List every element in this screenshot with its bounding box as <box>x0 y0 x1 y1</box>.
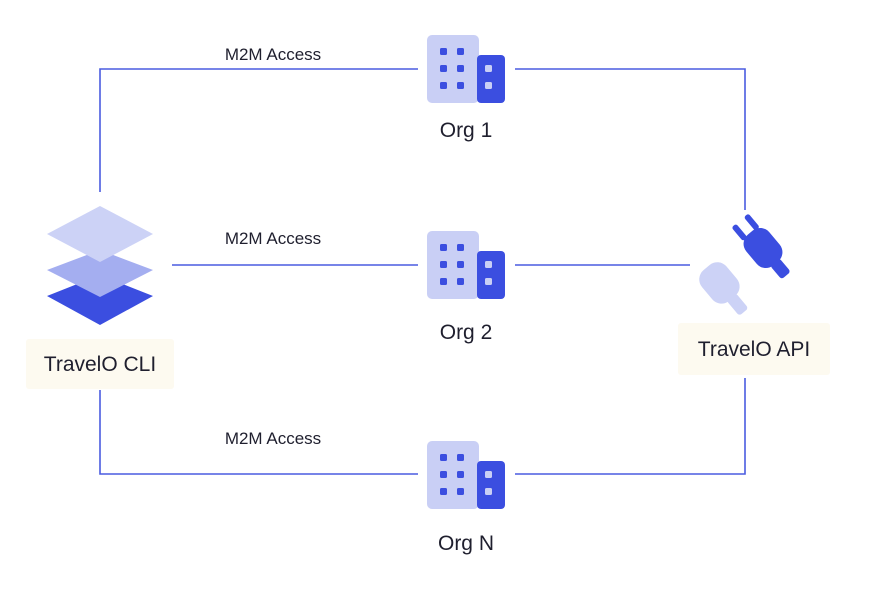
connector-orgn-api <box>515 378 746 475</box>
org2-label: Org 2 <box>440 321 493 344</box>
building-icon <box>427 441 505 509</box>
plug-connector-icon <box>699 214 790 315</box>
edge-label-org1: M2M Access <box>225 45 321 64</box>
api-label: TravelO API <box>698 338 810 361</box>
connector-cli-org1 <box>99 68 418 192</box>
connector-lines <box>99 68 746 475</box>
connector-org1-api <box>515 68 746 210</box>
building-icon <box>427 35 505 103</box>
edge-label-orgn: M2M Access <box>225 429 321 448</box>
orgn-label: Org N <box>438 532 494 555</box>
cli-label-box <box>26 339 174 389</box>
org1-label: Org 1 <box>440 119 493 142</box>
building-icon <box>427 231 505 299</box>
cli-label: TravelO CLI <box>44 353 156 376</box>
api-label-box <box>678 323 830 375</box>
connector-cli-orgn <box>99 390 418 475</box>
layers-stack-icon <box>47 206 153 325</box>
edge-label-org2: M2M Access <box>225 229 321 248</box>
